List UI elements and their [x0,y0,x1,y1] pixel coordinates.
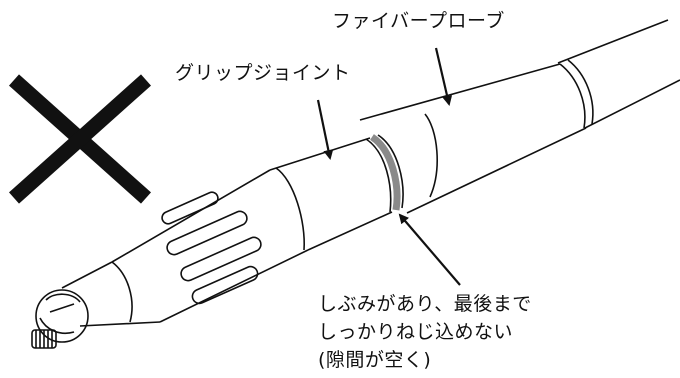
grip-ring [275,167,305,251]
arrow-grip-joint [316,99,334,160]
head-detail [39,293,81,334]
gap-ring-edge-a [365,138,392,213]
gap-note-line-3: (隙間が空く) [318,349,432,371]
gap-note-line-2: しっかりねじ込めない [318,321,514,343]
neck-outline [61,261,161,327]
gap-ring-edge-b [377,134,404,209]
probe-ring-2 [567,59,594,125]
head-circle [35,289,89,343]
probe-ring-1 [559,63,586,129]
x-mark-icon [9,74,151,204]
probe-body-outline [359,63,587,214]
handle-ring [111,261,133,323]
probe-step [424,113,438,198]
handpiece-drawing [31,19,680,349]
chuck-knurl [31,329,57,349]
arrow-gap [398,213,461,286]
arrow-fiber-probe [434,47,453,106]
grip-slots [161,191,262,305]
gap-ring [369,134,401,211]
fiber-probe-label: ファイバープローブ [332,10,505,32]
grip-outline [269,137,393,251]
probe-tip-outline [557,19,680,129]
grip-joint-label: グリップジョイント [175,62,351,84]
pointer-arrows [316,47,461,286]
gap-note: しぶみがあり、最後まで しっかりねじ込めない (隙間が空く) [318,290,532,374]
handle-outline [111,169,309,323]
gap-note-line-1: しぶみがあり、最後まで [318,293,532,315]
